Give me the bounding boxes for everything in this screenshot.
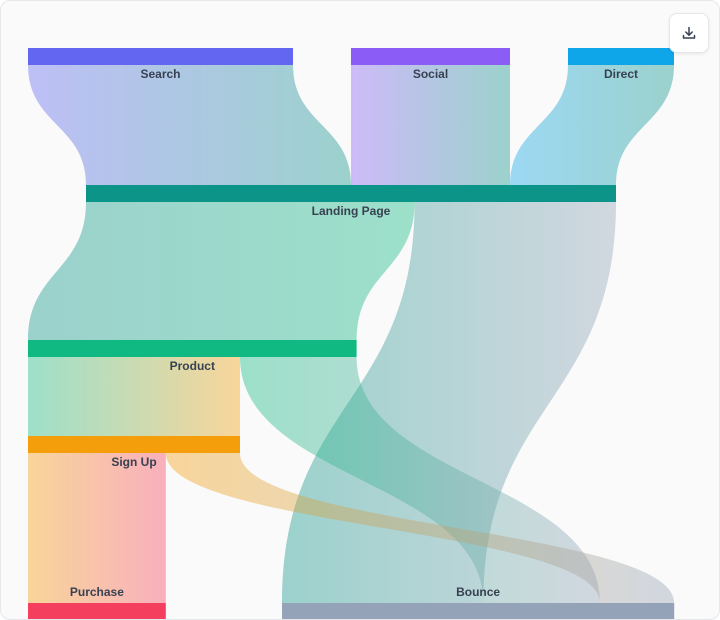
node-bounce[interactable]	[282, 603, 675, 620]
node-label-sign-up: Sign Up	[111, 455, 156, 469]
nodes-layer	[28, 48, 675, 620]
download-icon	[682, 26, 696, 39]
link-sign-up-to-bounce[interactable]	[165, 453, 675, 603]
node-label-product: Product	[170, 359, 215, 373]
node-label-purchase: Purchase	[70, 585, 124, 599]
download-button[interactable]	[669, 13, 709, 53]
node-product[interactable]	[28, 340, 357, 357]
node-label-search: Search	[140, 67, 180, 81]
link-direct-to-landing-page[interactable]	[510, 65, 674, 185]
link-product-to-sign-up[interactable]	[28, 357, 240, 436]
link-search-to-landing-page[interactable]	[28, 65, 351, 185]
node-purchase[interactable]	[28, 603, 166, 620]
node-landing-page[interactable]	[86, 185, 616, 202]
node-search[interactable]	[28, 48, 293, 65]
node-social[interactable]	[351, 48, 510, 65]
link-landing-page-to-bounce[interactable]	[282, 202, 616, 603]
links-layer	[28, 65, 675, 603]
link-landing-page-to-product[interactable]	[28, 202, 415, 340]
node-direct[interactable]	[568, 48, 674, 65]
node-label-landing-page: Landing Page	[312, 204, 391, 218]
link-sign-up-to-purchase[interactable]	[28, 453, 166, 603]
node-sign-up[interactable]	[28, 436, 240, 453]
node-label-direct: Direct	[604, 67, 638, 81]
node-label-bounce: Bounce	[456, 585, 500, 599]
node-label-social: Social	[413, 67, 448, 81]
link-social-to-landing-page[interactable]	[351, 65, 510, 185]
